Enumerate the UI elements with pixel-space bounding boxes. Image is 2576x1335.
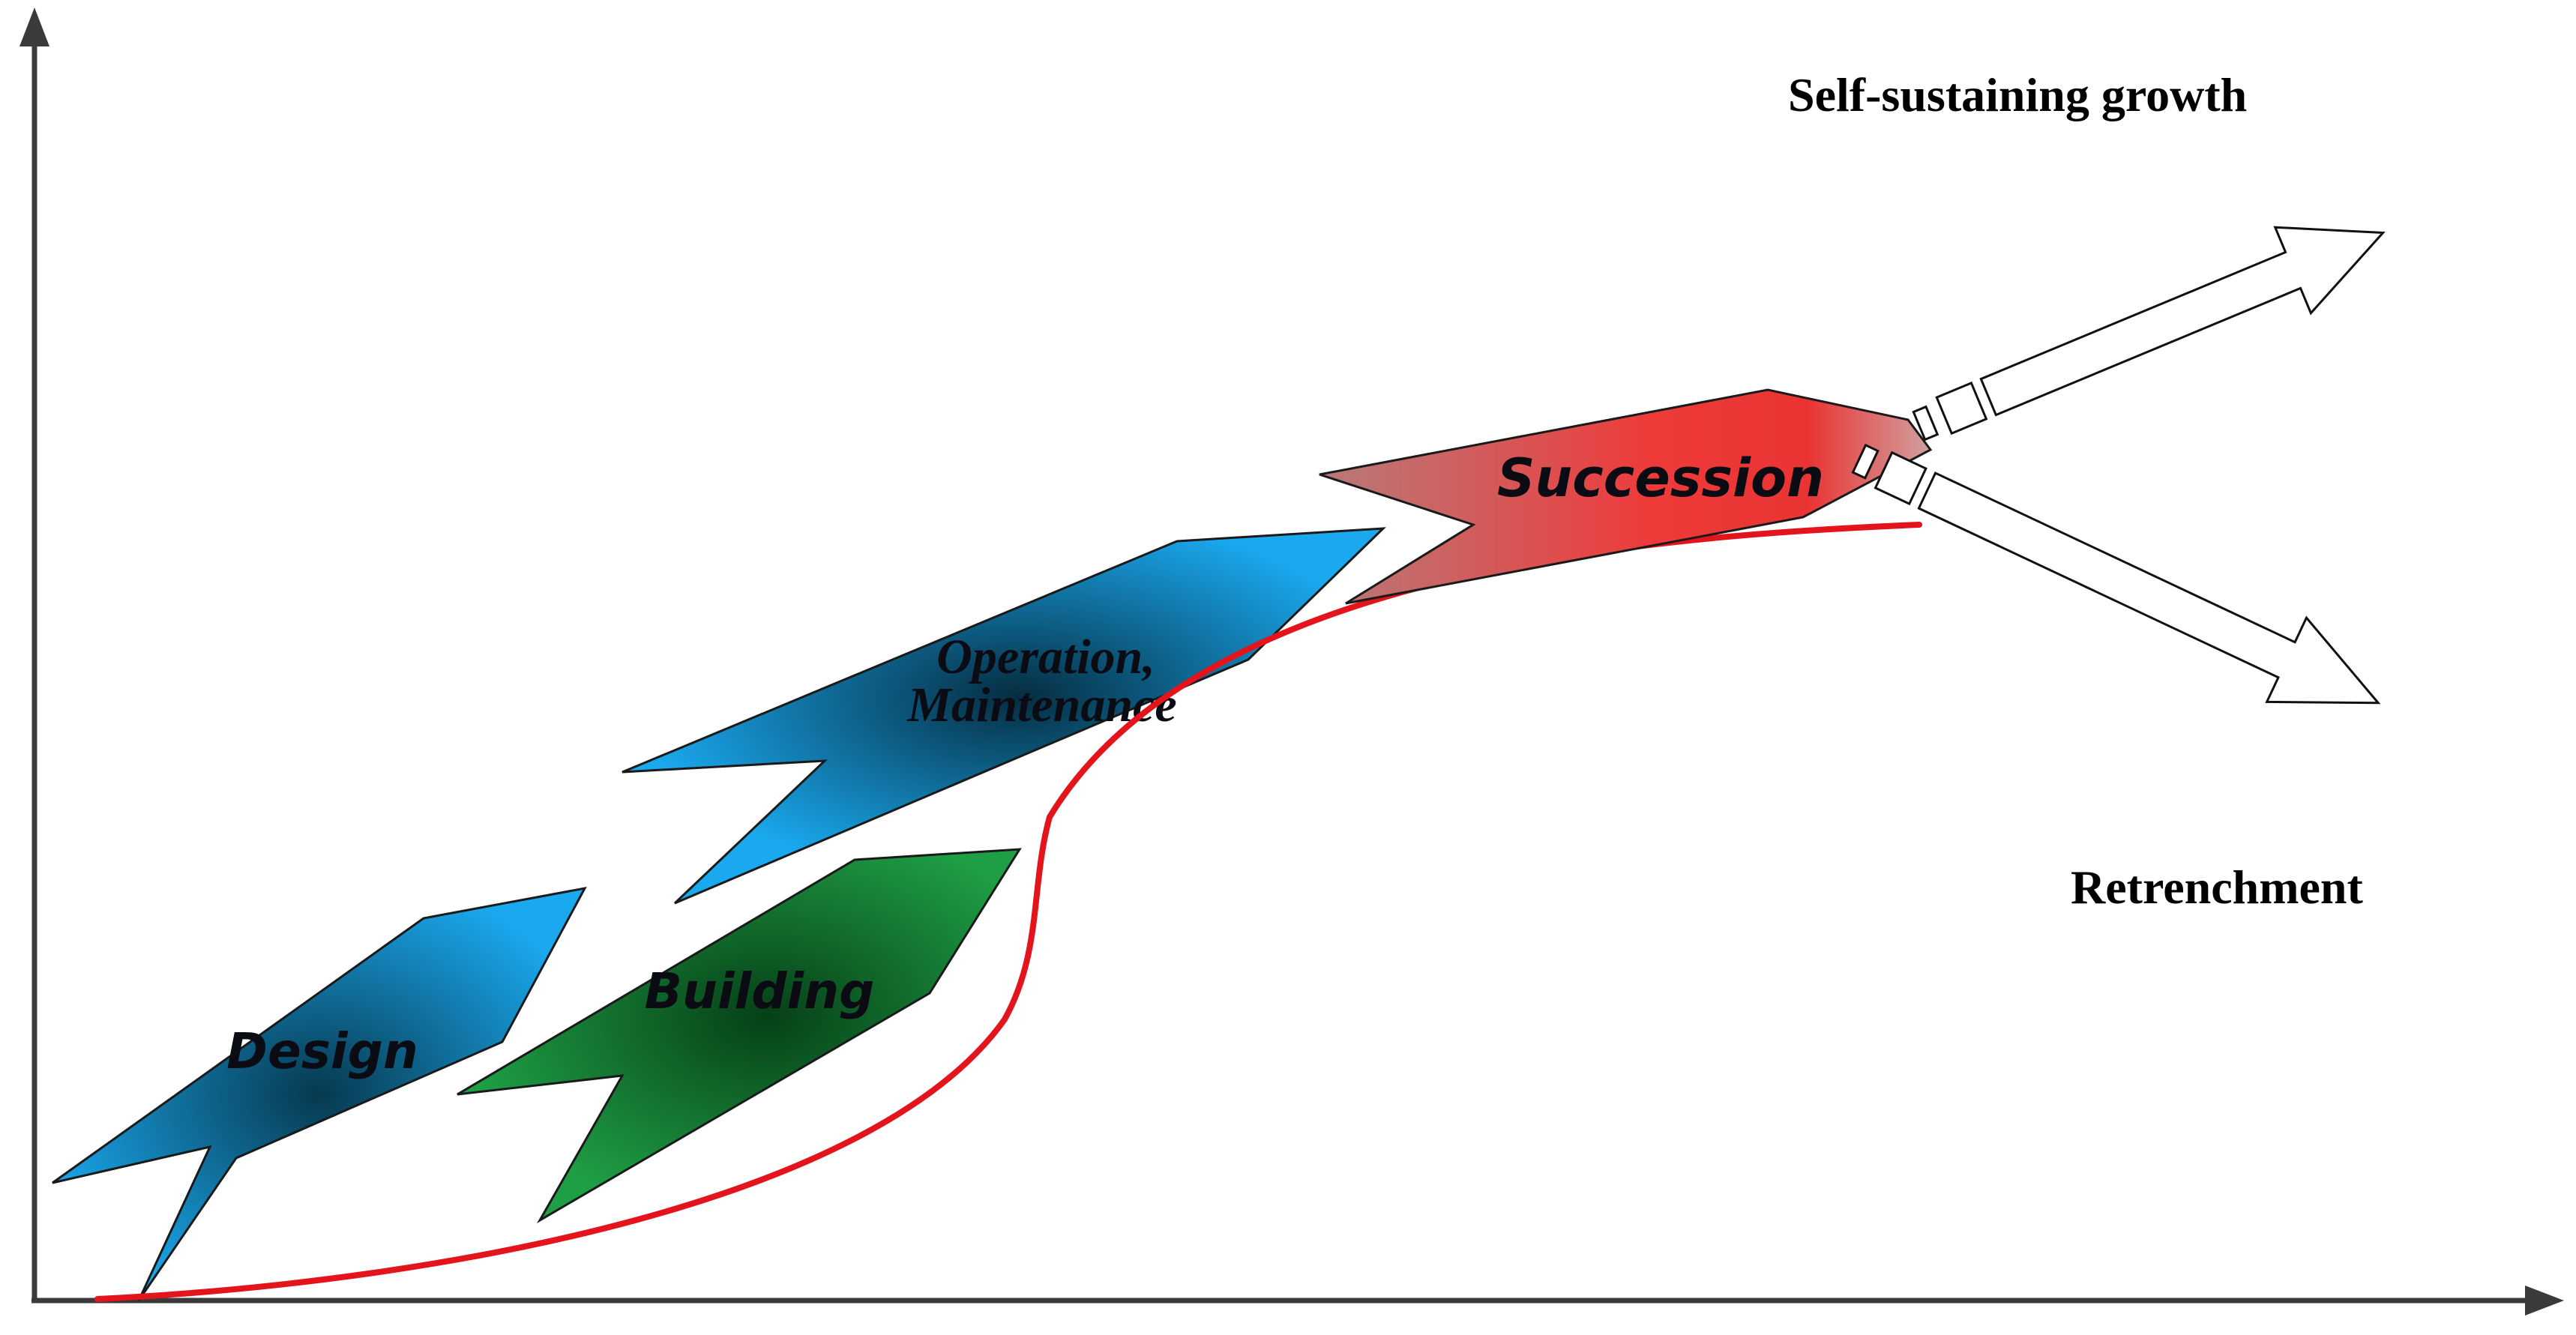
self-sustaining-growth-label: Self-sustaining growth [1788,68,2247,121]
x-axis-arrowhead [2525,1286,2564,1316]
operation-label-line1: Operation, [936,630,1155,684]
succession-stage: Succession [1319,388,1933,605]
growth-arrow-body [1979,226,2386,417]
building-arrow-shape [457,848,1022,1224]
design-stage: Design [52,886,587,1301]
building-label: Building [645,962,875,1020]
design-label: Design [226,1022,418,1080]
operation-maintenance-stage: Operation, Maintenance [622,527,1386,905]
retrenchment-dash-small [1851,443,1880,480]
building-stage: Building [457,848,1022,1224]
succession-arrow-shape [1319,388,1933,605]
operation-label-line2: Maintenance [906,678,1176,732]
growth-branch-arrow [1912,226,2386,442]
retrenchment-branch-arrow [1851,443,2381,705]
growth-dash-small [1912,405,1939,442]
y-axis-arrowhead [19,7,49,46]
operation-arrow-shape [622,527,1386,905]
retrenchment-arrow-body [1917,471,2381,705]
design-arrow-shape [52,886,587,1301]
axes [19,7,2564,1316]
retrenchment-label: Retrenchment [2071,861,2364,914]
succession-label: Succession [1497,447,1824,509]
growth-dash-large [1935,381,1988,436]
retrenchment-dash-large [1874,450,1928,506]
